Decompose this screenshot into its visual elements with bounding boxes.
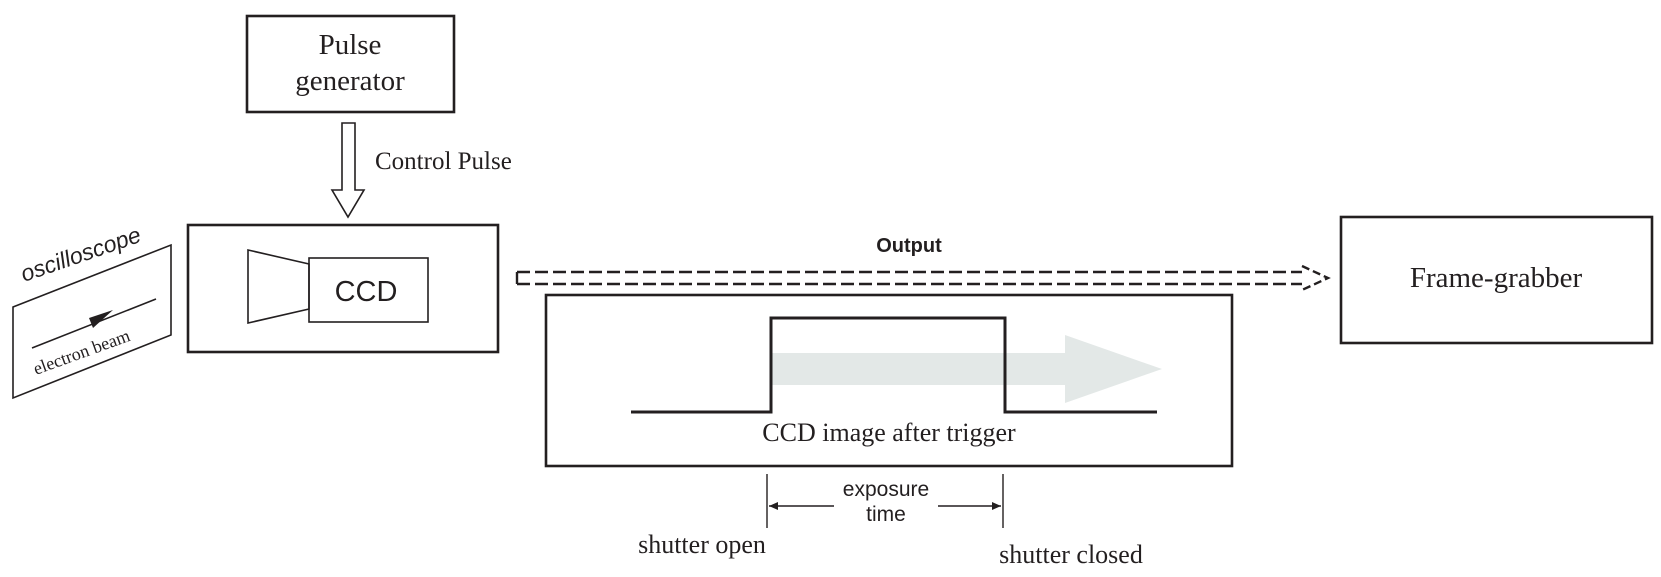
pulse-generator-label-line1: Pulse (319, 29, 382, 61)
exposure-label-line1: exposure (843, 478, 929, 501)
pulse-generator-label-line2: generator (295, 65, 405, 97)
ccd-image-box (544, 293, 1234, 468)
output-label: Output (876, 235, 942, 257)
frame-grabber-label: Frame-grabber (1410, 262, 1583, 294)
pulse-generator-block: Pulse generator (245, 14, 456, 114)
ccd-label: CCD (335, 276, 398, 308)
trigger-pulse-waveform (631, 316, 1157, 414)
output-arrow-head (1301, 264, 1331, 292)
oscilloscope-block: oscilloscope electron beam (12, 221, 172, 400)
ccd-box (308, 257, 429, 323)
shutter-closed-label: shutter closed (999, 540, 1143, 569)
shutter-open-label: shutter open (638, 530, 766, 559)
camera-box (186, 223, 500, 354)
camera-lens-icon (247, 248, 310, 325)
ccd-image-caption: CCD image after trigger (762, 418, 1016, 447)
output-arrow (515, 264, 1331, 292)
oscilloscope-title: oscilloscope (17, 221, 144, 286)
camera-block: CCD (186, 223, 500, 354)
frame-grabber-box (1339, 215, 1654, 345)
oscilloscope-screen (12, 243, 172, 400)
exposure-time-annotation: exposure time shutter open shutter close… (638, 474, 1143, 569)
exposure-label-line2: time (866, 503, 906, 526)
ccd-image-panel: CCD image after trigger (544, 293, 1234, 468)
electron-beam-arrow-icon (89, 310, 113, 328)
frame-grabber-block: Frame-grabber (1339, 215, 1654, 345)
control-pulse-label: Control Pulse (375, 148, 512, 175)
pulse-generator-box (245, 14, 456, 114)
control-pulse-arrow (330, 122, 366, 219)
time-direction-arrow-icon (771, 335, 1162, 403)
